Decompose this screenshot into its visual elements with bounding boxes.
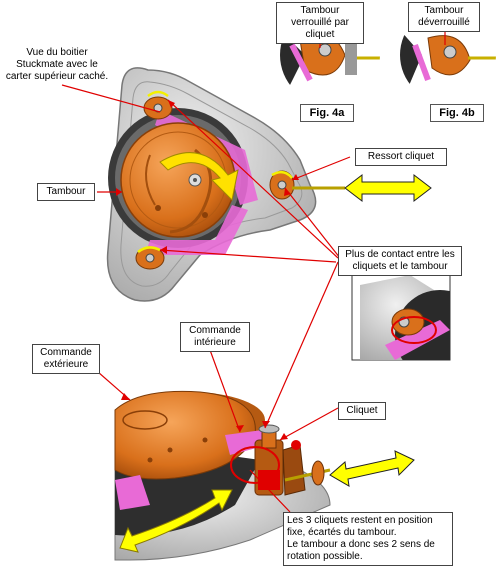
pawl-top [143, 90, 173, 120]
label-cliquet: Cliquet [338, 402, 386, 420]
pawl-right [269, 170, 295, 200]
note-box: Les 3 cliquets restent en position fixe,… [283, 512, 453, 566]
label-commande-interieure: Commande intérieure [180, 322, 250, 352]
slide-arrow-icon [344, 173, 432, 203]
shaft-collar [311, 460, 325, 486]
note-line-2: Le tambour a donc ses 2 sens de rotation… [287, 539, 435, 562]
leader-lines [61, 28, 446, 513]
label-tambour-deverrouille: Tambour déverrouillé [408, 2, 480, 32]
label-commande-exterieure: Commande extérieure [32, 344, 100, 374]
leader-arrowheads [116, 100, 299, 440]
cliquet-highlight-circle [230, 446, 280, 484]
label-plus-contact: Plus de contact entre les cliquets et le… [338, 246, 462, 276]
label-fig-4a: Fig. 4a [300, 104, 354, 122]
bottom-slide-arrow-icon [329, 450, 415, 487]
label-ressort-cliquet: Ressort cliquet [355, 148, 447, 166]
note-line-1: Les 3 cliquets restent en position fixe,… [287, 515, 433, 538]
contact-detail-inset [351, 269, 451, 361]
label-fig-4b: Fig. 4b [430, 104, 484, 122]
label-vue-boitier: Vue du boitier Stuckmate avec le carter … [5, 47, 109, 82]
rotation-double-arrow-icon [119, 489, 233, 553]
rotation-arrow-icon [159, 152, 239, 202]
label-tambour-verrouille: Tambour verrouillé par cliquet [276, 2, 364, 44]
cliquet-assembly [254, 424, 306, 496]
pawl-bottom [135, 246, 165, 270]
label-tambour: Tambour [37, 183, 95, 201]
